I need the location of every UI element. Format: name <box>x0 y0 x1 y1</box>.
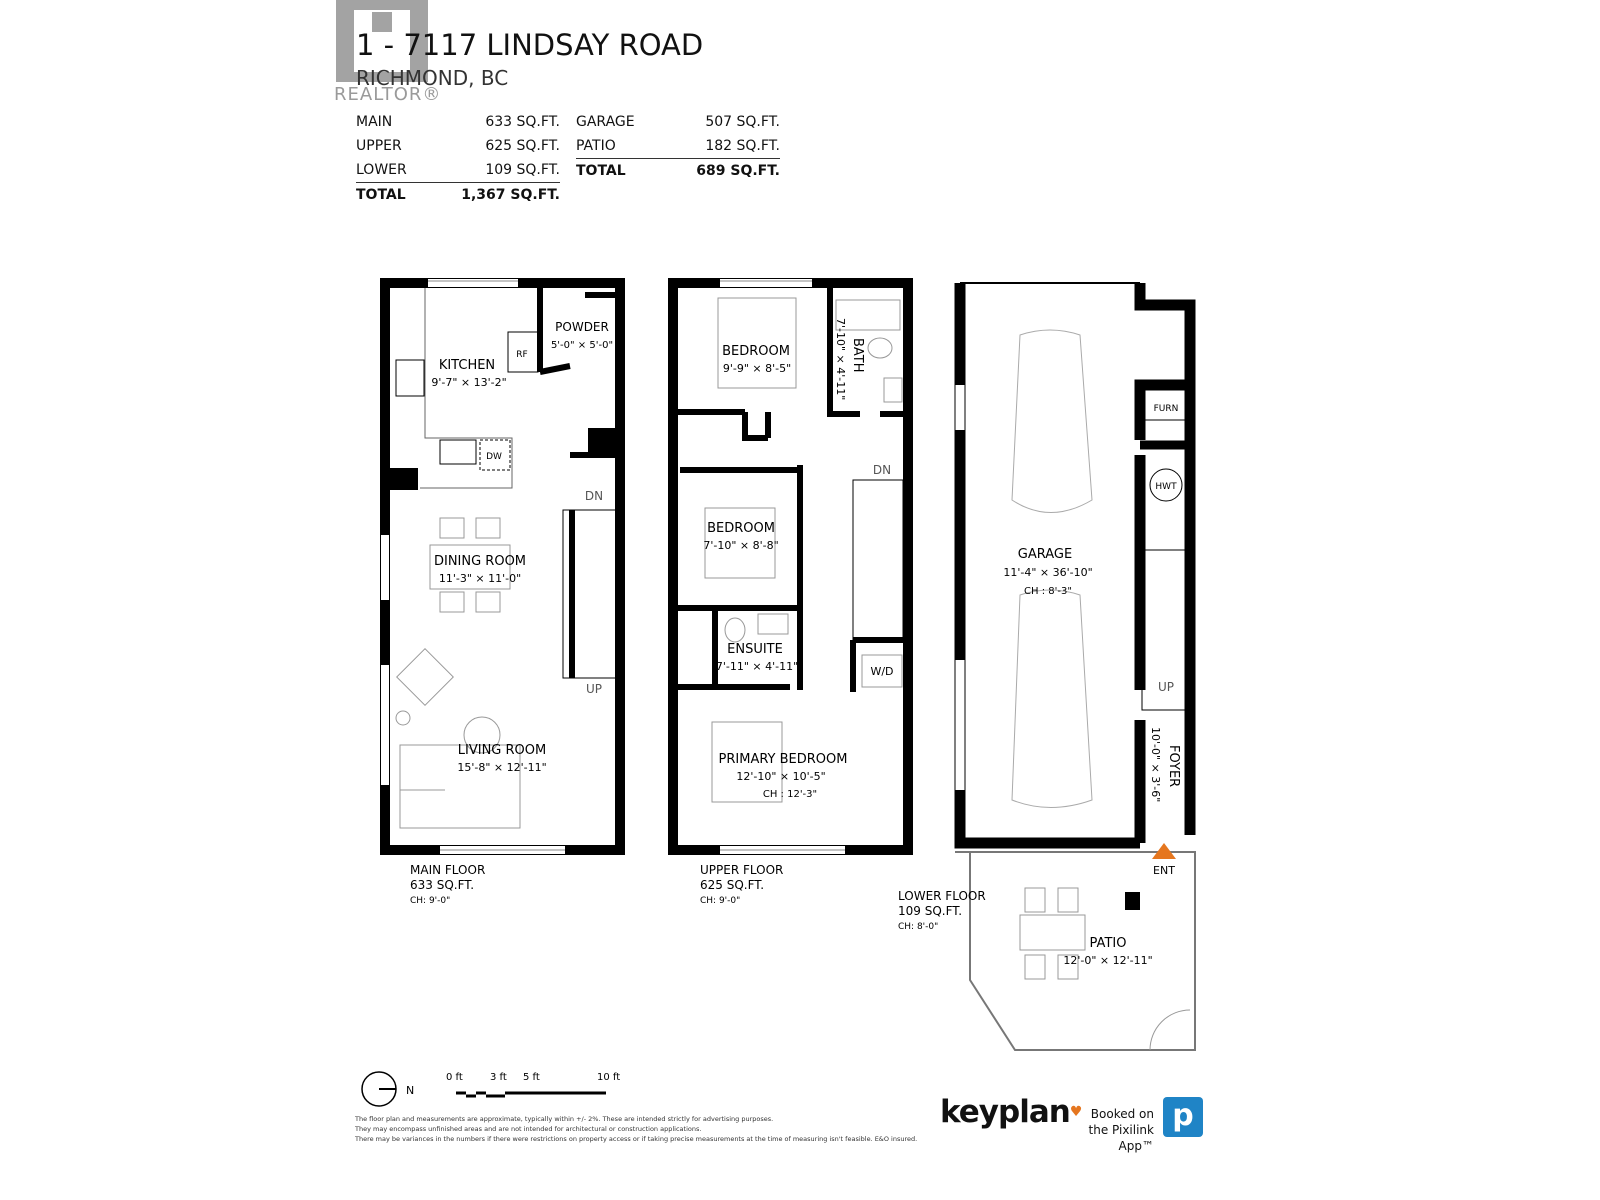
room-dims-dining: 11'-3" × 11'-0" <box>439 572 521 585</box>
room-dims-patio: 12'-0" × 12'-11" <box>1063 954 1152 967</box>
table-row: GARAGE 507 SQ.FT. <box>576 110 780 134</box>
table-row: UPPER 625 SQ.FT. <box>356 134 560 158</box>
floor-ch-lower: CH: 8'-0" <box>898 922 938 932</box>
disclaimer-line: They may encompass unfinished areas and … <box>355 1125 702 1133</box>
compass-label: N <box>406 1084 414 1097</box>
entrance-marker-icon <box>1152 843 1176 859</box>
row-value: 109 SQ.FT. <box>485 162 560 178</box>
room-dims-bath: 7'-10" × 4'-11" <box>834 318 847 400</box>
pixilink-logo-icon: p <box>1163 1097 1203 1137</box>
page-title: 1 - 7117 LINDSAY ROAD <box>356 28 704 62</box>
row-label: TOTAL <box>356 187 406 203</box>
room-ch-primary-bedroom: CH : 12'-3" <box>763 789 817 800</box>
realtor-logo-text: REALTOR® <box>334 84 442 105</box>
floor-ch-upper: CH: 9'-0" <box>700 896 740 906</box>
stair-up-label: UP <box>586 682 602 696</box>
pixilink-booked-text: Booked on the Pixilink App™ <box>1058 1106 1154 1154</box>
area-table-other: GARAGE 507 SQ.FT. PATIO 182 SQ.FT. TOTAL 68… <box>576 110 780 183</box>
main-floor-plan <box>380 278 625 855</box>
realtor-logo <box>336 0 428 82</box>
booked-line: the Pixilink App™ <box>1088 1123 1154 1153</box>
room-label-dining: DINING ROOM <box>434 554 526 569</box>
keyplan-logo: keyplan♥ <box>940 1094 1083 1130</box>
fixture-furn: FURN <box>1154 404 1179 414</box>
page-subtitle: RICHMOND, BC <box>356 66 509 90</box>
table-row: MAIN 633 SQ.FT. <box>356 110 560 134</box>
room-label-primary-bedroom: PRIMARY BEDROOM <box>719 752 848 767</box>
fixture-hwt: HWT <box>1155 482 1177 492</box>
room-ch-garage: CH : 8'-3" <box>1024 586 1072 597</box>
row-label: PATIO <box>576 138 616 154</box>
room-label-bedroom-2: BEDROOM <box>707 521 775 536</box>
row-label: GARAGE <box>576 114 635 130</box>
keyplan-fox-icon: ♥ <box>1069 1104 1083 1120</box>
room-dims-kitchen: 9'-7" × 13'-2" <box>431 376 506 389</box>
row-label: TOTAL <box>576 163 626 179</box>
room-dims-living: 15'-8" × 12'-11" <box>457 761 546 774</box>
entrance-label: ENT <box>1153 864 1175 877</box>
room-label-foyer: FOYER <box>1166 745 1181 787</box>
stair-dn-label: DN <box>585 489 603 503</box>
lower-floor-plan <box>954 282 1196 1051</box>
floor-area-upper: 625 SQ.FT. <box>700 878 764 892</box>
scale-bar <box>456 1091 606 1098</box>
compass-icon <box>361 1071 397 1107</box>
row-value: 182 SQ.FT. <box>705 138 780 154</box>
row-label: MAIN <box>356 114 393 130</box>
row-label: LOWER <box>356 162 407 178</box>
row-value: 689 SQ.FT. <box>696 163 780 179</box>
fixture-wd: W/D <box>870 665 893 678</box>
scale-label: 5 ft <box>523 1072 540 1083</box>
keyplan-text: keyplan <box>940 1094 1071 1130</box>
row-value: 507 SQ.FT. <box>705 114 780 130</box>
floor-name-upper: UPPER FLOOR <box>700 863 783 877</box>
stair-up-label: UP <box>1158 680 1174 694</box>
disclaimer-line: There may be variances in the numbers if… <box>355 1135 918 1143</box>
room-label-bedroom-1: BEDROOM <box>722 344 790 359</box>
row-value: 633 SQ.FT. <box>485 114 560 130</box>
room-label-patio: PATIO <box>1090 936 1127 951</box>
booked-line: Booked on <box>1090 1107 1154 1121</box>
room-dims-bedroom-2: 7'-10" × 8'-8" <box>703 539 778 552</box>
room-label-garage: GARAGE <box>1018 547 1072 562</box>
room-dims-foyer: 10'-0" × 3'-6" <box>1149 727 1162 802</box>
floor-name-lower: LOWER FLOOR <box>898 889 986 903</box>
room-dims-bedroom-1: 9'-9" × 8'-5" <box>723 362 791 375</box>
disclaimer: The floor plan and measurements are appr… <box>355 1114 925 1144</box>
row-value: 625 SQ.FT. <box>485 138 560 154</box>
room-label-bath: BATH <box>850 338 865 373</box>
room-label-living: LIVING ROOM <box>458 743 546 758</box>
upper-floor-plan <box>668 278 913 855</box>
floor-ch-main: CH: 9'-0" <box>410 896 450 906</box>
floor-area-lower: 109 SQ.FT. <box>898 904 962 918</box>
room-label-powder: POWDER <box>555 320 609 334</box>
disclaimer-line: The floor plan and measurements are appr… <box>355 1115 774 1123</box>
scale-label: 10 ft <box>597 1072 620 1083</box>
table-row: LOWER 109 SQ.FT. <box>356 158 560 182</box>
fixture-dw: DW <box>486 452 502 462</box>
table-row-total: TOTAL 1,367 SQ.FT. <box>356 182 560 207</box>
fixture-rf: RF <box>516 350 527 360</box>
scale-label: 3 ft <box>490 1072 507 1083</box>
room-dims-powder: 5'-0" × 5'-0" <box>551 340 613 351</box>
room-dims-primary-bedroom: 12'-10" × 10'-5" <box>736 770 825 783</box>
room-label-ensuite: ENSUITE <box>727 642 783 657</box>
table-row-total: TOTAL 689 SQ.FT. <box>576 158 780 183</box>
room-label-kitchen: KITCHEN <box>439 358 495 373</box>
stair-dn-label: DN <box>873 463 891 477</box>
scale-label: 0 ft <box>446 1072 463 1083</box>
area-table-living: MAIN 633 SQ.FT. UPPER 625 SQ.FT. LOWER 109 … <box>356 110 560 207</box>
row-value: 1,367 SQ.FT. <box>461 187 560 203</box>
floor-name-main: MAIN FLOOR <box>410 863 485 877</box>
room-dims-ensuite: 7'-11" × 4'-11" <box>716 660 798 673</box>
table-row: PATIO 182 SQ.FT. <box>576 134 780 158</box>
floor-area-main: 633 SQ.FT. <box>410 878 474 892</box>
room-dims-garage: 11'-4" × 36'-10" <box>1003 566 1092 579</box>
row-label: UPPER <box>356 138 402 154</box>
